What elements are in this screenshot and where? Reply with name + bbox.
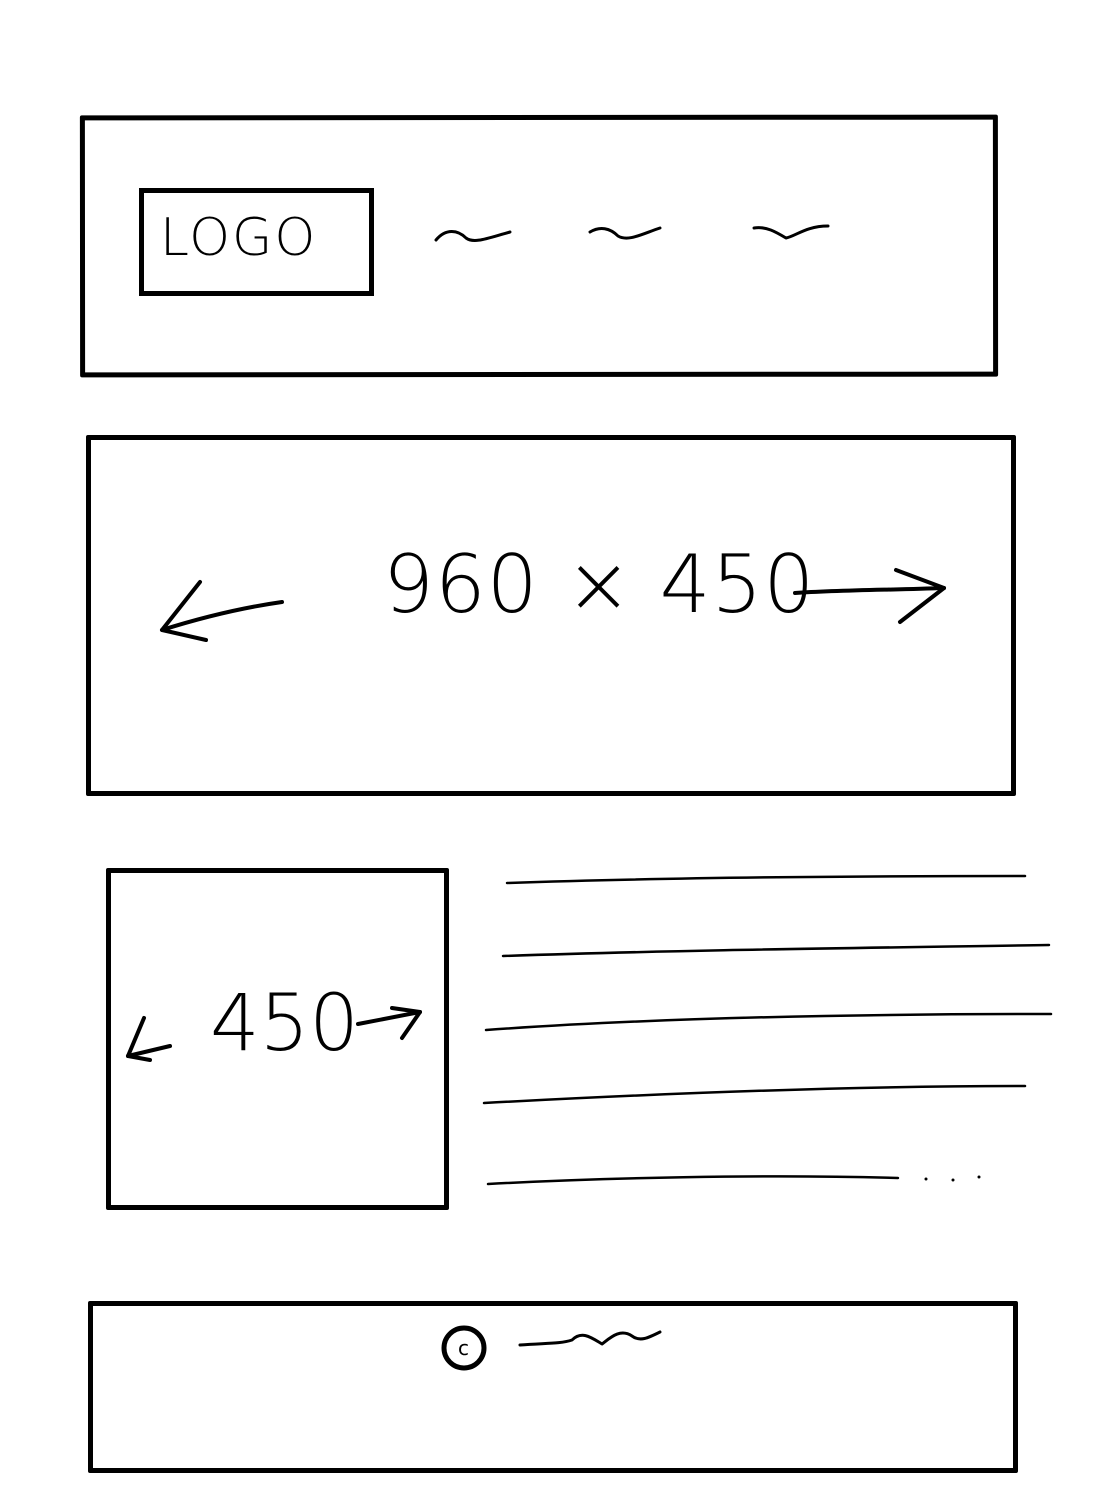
text-line — [482, 1084, 1027, 1105]
image-size-label: 450 — [210, 979, 359, 1069]
hero-size-label: 960 × 450 — [383, 538, 816, 631]
ellipsis — [924, 1175, 981, 1182]
content-image-box — [106, 868, 449, 1210]
text-line — [484, 1012, 1053, 1032]
text-line — [501, 943, 1051, 958]
logo-label: LOGO — [160, 208, 318, 268]
logo-box[interactable] — [139, 188, 374, 296]
hero-banner — [86, 435, 1016, 796]
footer-block — [88, 1301, 1018, 1473]
text-line — [505, 874, 1027, 885]
text-line — [486, 1175, 900, 1186]
